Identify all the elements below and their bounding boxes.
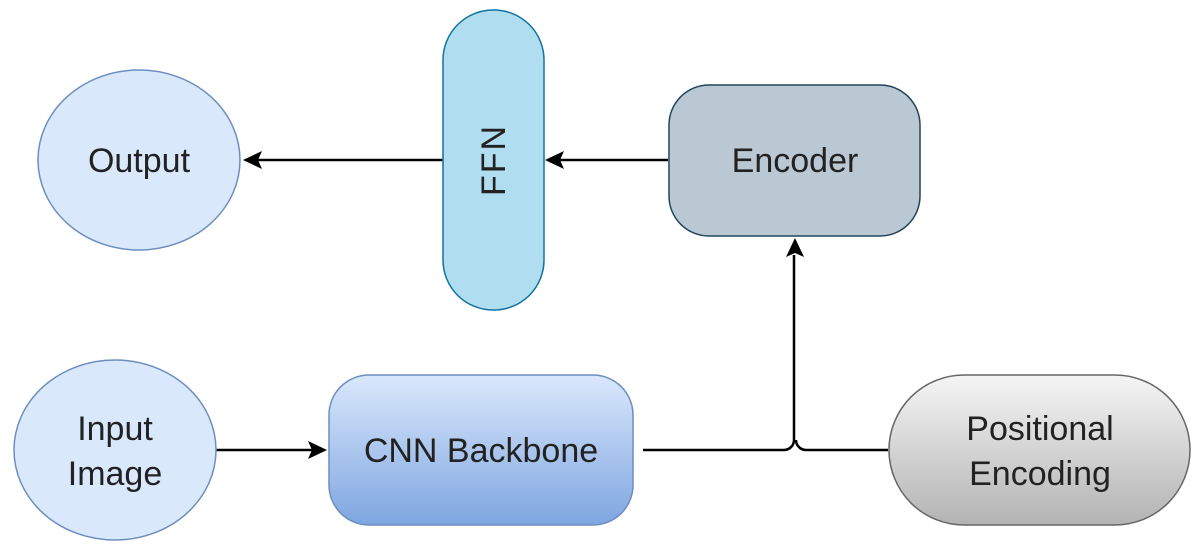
input-image-node[interactable]: Input Image: [13, 359, 217, 541]
input-image-label-line2: Image: [68, 455, 163, 493]
cnn-backbone-node[interactable]: CNN Backbone: [328, 374, 634, 526]
positional-encoding-node[interactable]: Positional Encoding: [888, 374, 1191, 526]
output-label: Output: [88, 142, 191, 180]
ffn-node[interactable]: FFN: [442, 9, 545, 311]
input-image-label-line1: Input: [77, 410, 153, 448]
arrowhead-encoder: [786, 238, 804, 257]
positional-encoding-label-line2: Encoding: [969, 455, 1111, 493]
positional-encoding-label-line1: Positional: [966, 410, 1113, 448]
arrowhead-cnn: [308, 441, 327, 459]
ffn-label: FFN: [475, 124, 513, 196]
output-node[interactable]: Output: [37, 69, 241, 251]
arrowhead-output: [243, 151, 262, 169]
edge-positional-to-encoder: [794, 439, 888, 452]
edge-cnn-to-encoder: [643, 255, 796, 452]
arrowhead-ffn: [545, 151, 564, 169]
arrowheads: [243, 151, 804, 459]
cnn-backbone-label: CNN Backbone: [364, 432, 598, 470]
encoder-label: Encoder: [732, 142, 859, 180]
encoder-node[interactable]: Encoder: [668, 84, 921, 237]
edges: [216, 158, 888, 452]
